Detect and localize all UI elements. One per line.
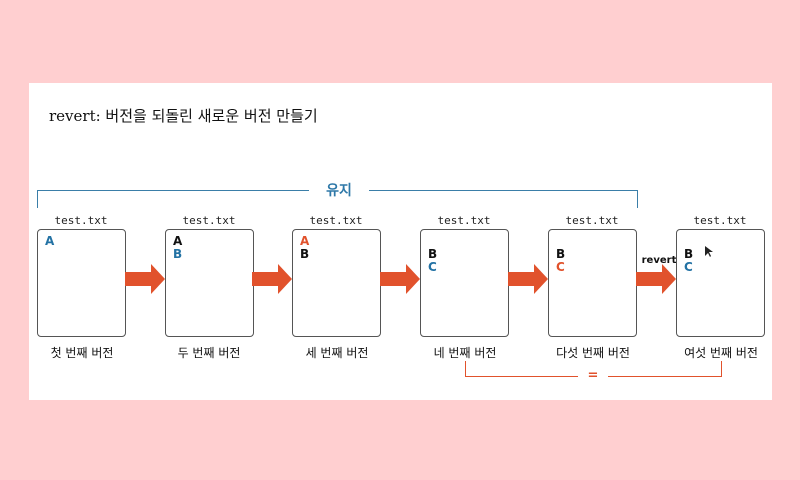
content-line: A (173, 234, 183, 248)
arrow-right-icon (125, 264, 165, 294)
arrow-right-icon (380, 264, 420, 294)
keep-bracket-label: 유지 (309, 180, 369, 200)
diagram-slide: revert: 버전을 되돌린 새로운 버전 만들기 유지 test.txt A… (29, 83, 772, 400)
file-name-label: test.txt (565, 214, 619, 227)
version-label-1: 첫 번째 버전 (50, 346, 114, 360)
arrow-right-icon (252, 264, 292, 294)
file-box-version-3: A B (292, 229, 381, 337)
version-label-2: 두 번째 버전 (177, 346, 241, 360)
content-line: C (428, 260, 437, 274)
file-box-version-2: A B (165, 229, 254, 337)
file-box-version-5: B C (548, 229, 637, 337)
file-box-version-6: B C (676, 229, 765, 337)
file-name-label: test.txt (309, 214, 363, 227)
arrow-right-icon (508, 264, 548, 294)
file-box-version-1: A (37, 229, 126, 337)
content-line: B (173, 247, 183, 261)
version-label-5: 다섯 번째 버전 (556, 346, 630, 360)
file-name-label: test.txt (182, 214, 236, 227)
content-line: A (300, 234, 310, 248)
version-label-6: 여섯 번째 버전 (684, 346, 758, 360)
mouse-cursor-icon (705, 246, 713, 257)
content-line: B (556, 247, 566, 261)
equal-bracket-label: = (578, 369, 608, 383)
file-name-label: test.txt (693, 214, 747, 227)
content-line: C (556, 260, 565, 274)
revert-label: revert (641, 255, 677, 266)
version-label-4: 네 번째 버전 (433, 346, 497, 360)
content-line: B (428, 247, 438, 261)
file-name-label: test.txt (437, 214, 491, 227)
version-label-3: 세 번째 버전 (305, 346, 369, 360)
content-line: B (684, 247, 694, 261)
file-name-label: test.txt (54, 214, 108, 227)
file-box-version-4: B C (420, 229, 509, 337)
content-line: A (45, 234, 55, 248)
revert-arrow-icon (636, 264, 676, 294)
diagram-title: revert: 버전을 되돌린 새로운 버전 만들기 (49, 107, 318, 125)
content-line: C (684, 260, 693, 274)
content-line: B (300, 247, 310, 261)
